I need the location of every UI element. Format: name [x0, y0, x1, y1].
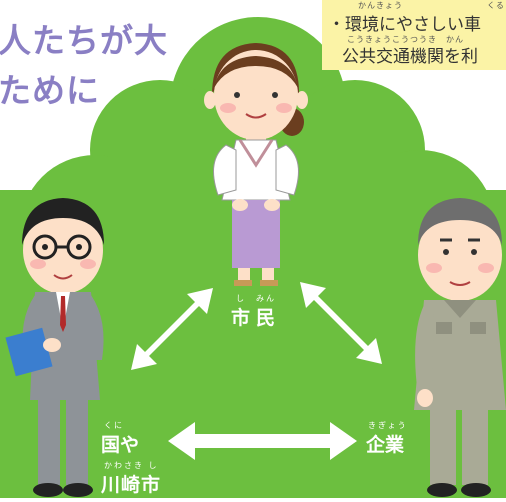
note-line-1: ・環境にやさしい車: [328, 15, 481, 35]
woman-citizen-figure: [204, 43, 308, 286]
note-ruby-2: こうきょうこうつうき かん: [347, 35, 464, 44]
note-ruby-1b: くる: [487, 1, 505, 10]
arrow-citizen-company: [300, 282, 382, 364]
man-government-figure: [5, 198, 104, 497]
company-label: 企業: [366, 434, 405, 456]
government-label-line-1: 国や: [101, 434, 140, 456]
note-ruby-1: かんきょう: [358, 1, 403, 10]
government-label-line-2: 川崎市: [101, 474, 162, 496]
title-line-2: ために: [0, 71, 100, 110]
title-line-1: 人たちが大: [0, 21, 168, 60]
note-line-2: 公共交通機関を利: [342, 47, 478, 67]
citizen-label: 市民: [231, 307, 282, 329]
government-ruby-1: くに: [104, 421, 124, 430]
note-box: [322, 0, 506, 70]
citizen-ruby: し みん: [236, 294, 276, 303]
company-ruby: きぎょう: [368, 421, 408, 430]
man-company-figure: [414, 198, 506, 497]
arrow-government-company: [168, 422, 357, 460]
arrow-citizen-government: [131, 288, 213, 370]
government-ruby-2: かわさき し: [104, 461, 159, 470]
